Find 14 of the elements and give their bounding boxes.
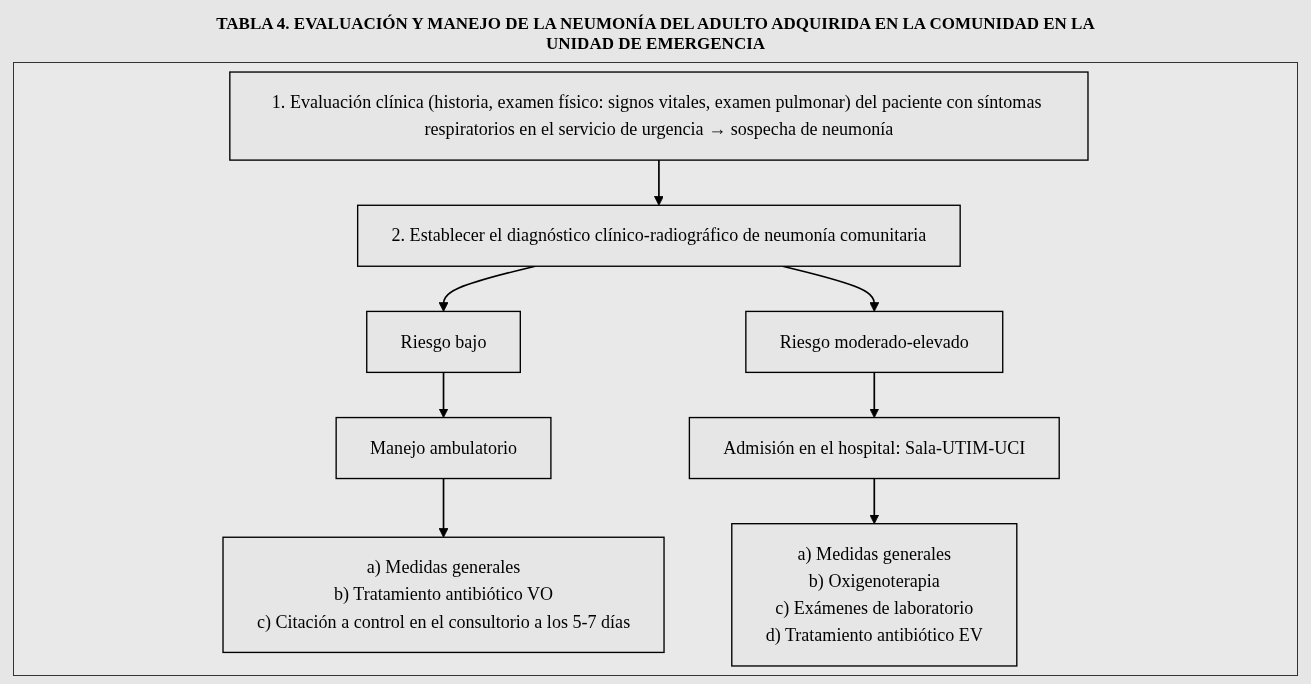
node-box: Manejo ambulatorio — [335, 416, 552, 480]
arrow — [438, 371, 449, 418]
node-box: Admisión en el hospital: Sala-UTIM-UCI — [688, 416, 1060, 480]
table-title: TABLA 4. EVALUACIÓN Y MANEJO DE LA NEUMONÍA DEL ADULTO ADQUIRIDA EN LA COMUNIDAD EN LA UNIDAD DE EMERGENCIA — [215, 14, 1096, 54]
node-box: a) Medidas generales b) Tratamiento antibiótico VO c) Citación a control en el consultorio a los 5-7 días — [222, 536, 665, 654]
arrow — [869, 371, 880, 418]
node-box: a) Medidas generales b) Oxigenoterapia c) Exámenes de laboratorio d) Tratamiento antibiótico EV — [731, 523, 1018, 667]
node-box: 2. Establecer el diagnóstico clínico-radiográfico de neumonía comunitaria — [357, 204, 961, 267]
arrow — [438, 477, 449, 538]
arrow — [869, 477, 880, 525]
node-box: Riesgo moderado-elevado — [745, 310, 1004, 374]
arrow — [653, 159, 664, 206]
node-box: Riesgo bajo — [366, 310, 521, 374]
node-box: 1. Evaluación clínica (historia, examen físico: signos vitales, examen pulmonar) del paciente con síntomas respiratorios en el servicio de urgencia → sospecha de neumonía — [229, 71, 1089, 161]
